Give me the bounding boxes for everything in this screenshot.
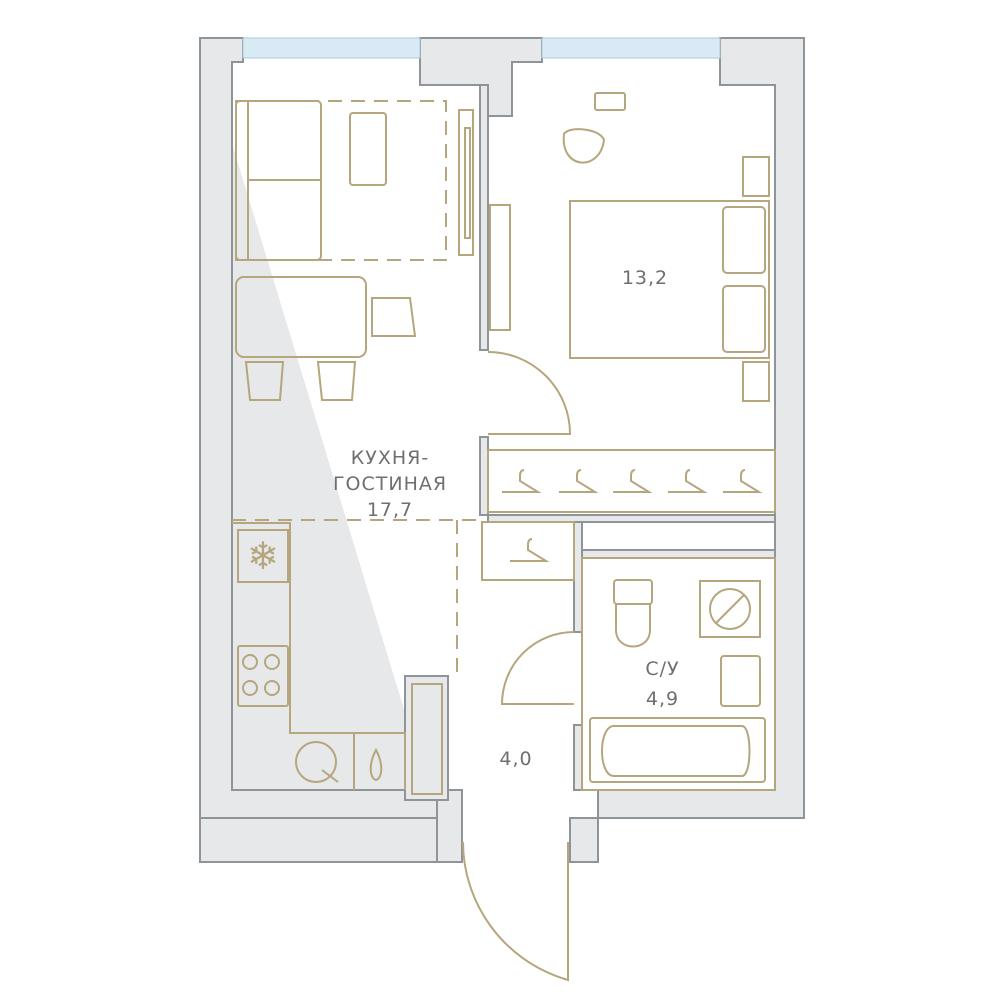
kitchen: ❄ <box>232 522 406 790</box>
bathroom-name: С/У <box>645 658 680 680</box>
toilet-tank <box>613 579 653 605</box>
bedroom-furniture <box>487 92 776 513</box>
bedroom-tv <box>489 204 511 331</box>
desk <box>594 92 626 111</box>
nightstand-bottom <box>742 361 770 402</box>
living-furniture <box>232 100 480 676</box>
washing-machine <box>699 580 761 638</box>
hangers <box>502 469 763 493</box>
bed <box>569 200 770 359</box>
living-room-name-line2: ГОСТИНАЯ <box>332 473 448 495</box>
bathroom-sink <box>720 655 761 707</box>
bathroom-fixtures <box>581 557 776 791</box>
nightstand-top <box>742 156 770 197</box>
wardrobe <box>487 449 776 513</box>
bedroom-label: 13,2 <box>600 265 690 291</box>
hall-label: 4,0 <box>476 746 556 772</box>
tv-stand <box>458 109 474 256</box>
chair-right <box>371 297 417 337</box>
drop-icon <box>369 747 383 782</box>
window-bedroom <box>541 37 721 59</box>
living-room-label: КУХНЯ- ГОСТИНАЯ 17,7 <box>305 445 475 523</box>
window-living <box>242 37 421 59</box>
rug <box>235 100 447 261</box>
dining-table <box>235 276 367 358</box>
living-room-area: 17,7 <box>366 499 414 521</box>
hall-furniture <box>411 521 575 982</box>
windows <box>242 37 721 59</box>
hall-closet <box>481 521 575 581</box>
coffee-table <box>349 112 387 186</box>
bathtub <box>589 717 766 783</box>
bathroom-label: С/У 4,9 <box>620 656 705 712</box>
fridge <box>237 529 289 583</box>
living-room-name-line1: КУХНЯ- <box>350 447 430 469</box>
bathroom-area: 4,9 <box>645 688 680 710</box>
entrance-door <box>462 841 569 982</box>
chair-left <box>244 361 285 401</box>
sink <box>295 741 337 783</box>
door-bedroom <box>487 351 572 435</box>
toilet <box>615 603 651 648</box>
door-bathroom <box>500 631 575 705</box>
snowflake-icon: ❄ <box>247 534 279 578</box>
chair-middle <box>316 361 357 401</box>
hall-cabinet <box>411 683 443 795</box>
bedroom-area: 13,2 <box>621 267 669 289</box>
hall-area: 4,0 <box>499 748 533 770</box>
armchair <box>562 128 606 164</box>
cooktop <box>237 645 289 707</box>
